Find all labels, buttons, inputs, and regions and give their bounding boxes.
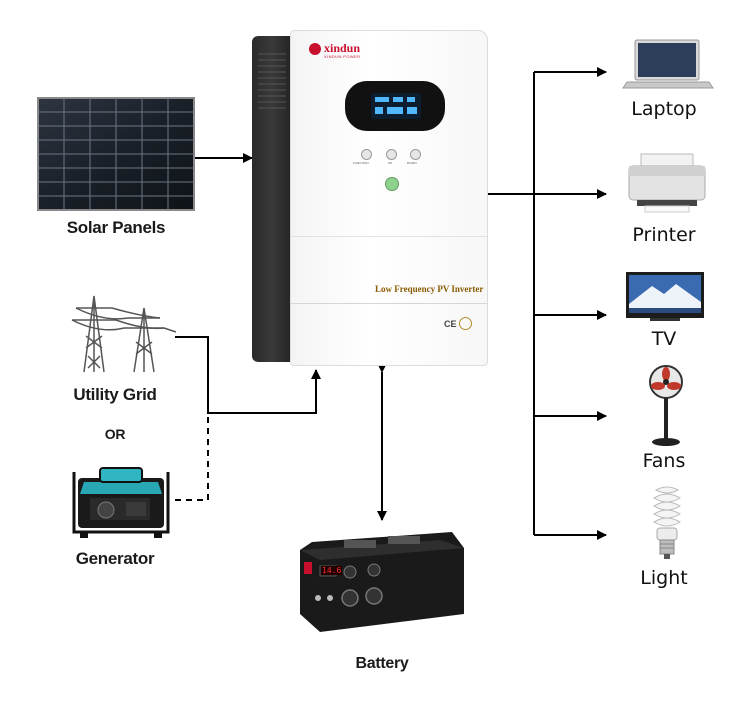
or-label: OR (104, 426, 126, 442)
inverter-front-panel: xindun XINDUN POWER FUNCTION UP DOWN (290, 30, 488, 366)
up-button[interactable] (386, 149, 397, 160)
battery-icon (300, 532, 464, 632)
printer-icon (628, 153, 706, 213)
up-button-label: UP (388, 161, 393, 165)
iso-badge-icon (459, 317, 472, 330)
inverter-unit: xindun XINDUN POWER FUNCTION UP DOWN (252, 30, 488, 366)
power-button[interactable] (385, 177, 399, 191)
fan-icon (649, 365, 683, 446)
brand-name: xindun (324, 41, 361, 55)
brand-logo: xindun XINDUN POWER (309, 41, 389, 61)
grid-to-inverter-line (175, 336, 321, 414)
generator-icon (72, 467, 170, 538)
load-label-light: Light (640, 567, 688, 589)
function-button-label: FUNCTION (353, 161, 369, 165)
generator-dashed-line (175, 413, 209, 501)
tv-icon (626, 272, 704, 321)
solar-panels-label: Solar Panels (66, 218, 166, 237)
load-label-fans: Fans (642, 450, 686, 472)
battery-voltage-display: 14.6 (321, 566, 343, 575)
ce-mark: CE (444, 319, 457, 329)
load-label-laptop: Laptop (631, 98, 697, 120)
battery-label: Battery (355, 655, 409, 672)
laptop-icon (622, 39, 714, 89)
load-label-tv: TV (651, 328, 677, 350)
utility-tower-icon (71, 295, 177, 373)
vent-grille (258, 53, 286, 109)
front-panel-bottom-divider (291, 303, 487, 304)
light-bulb-icon (653, 486, 681, 559)
utility-grid-label: Utility Grid (73, 385, 157, 404)
load-label-printer: Printer (632, 224, 696, 246)
front-panel-divider (291, 236, 487, 237)
function-button[interactable] (361, 149, 372, 160)
down-button[interactable] (410, 149, 421, 160)
brand-logo-icon (309, 43, 321, 55)
lcd-display-housing (345, 81, 445, 131)
model-label: Low Frequency PV Inverter (375, 284, 484, 294)
generator-label: Generator (75, 549, 155, 568)
solar-panel-icon (37, 97, 195, 211)
brand-subtitle: XINDUN POWER (324, 54, 361, 59)
down-button-label: DOWN (407, 161, 417, 165)
lcd-screen (371, 93, 421, 119)
